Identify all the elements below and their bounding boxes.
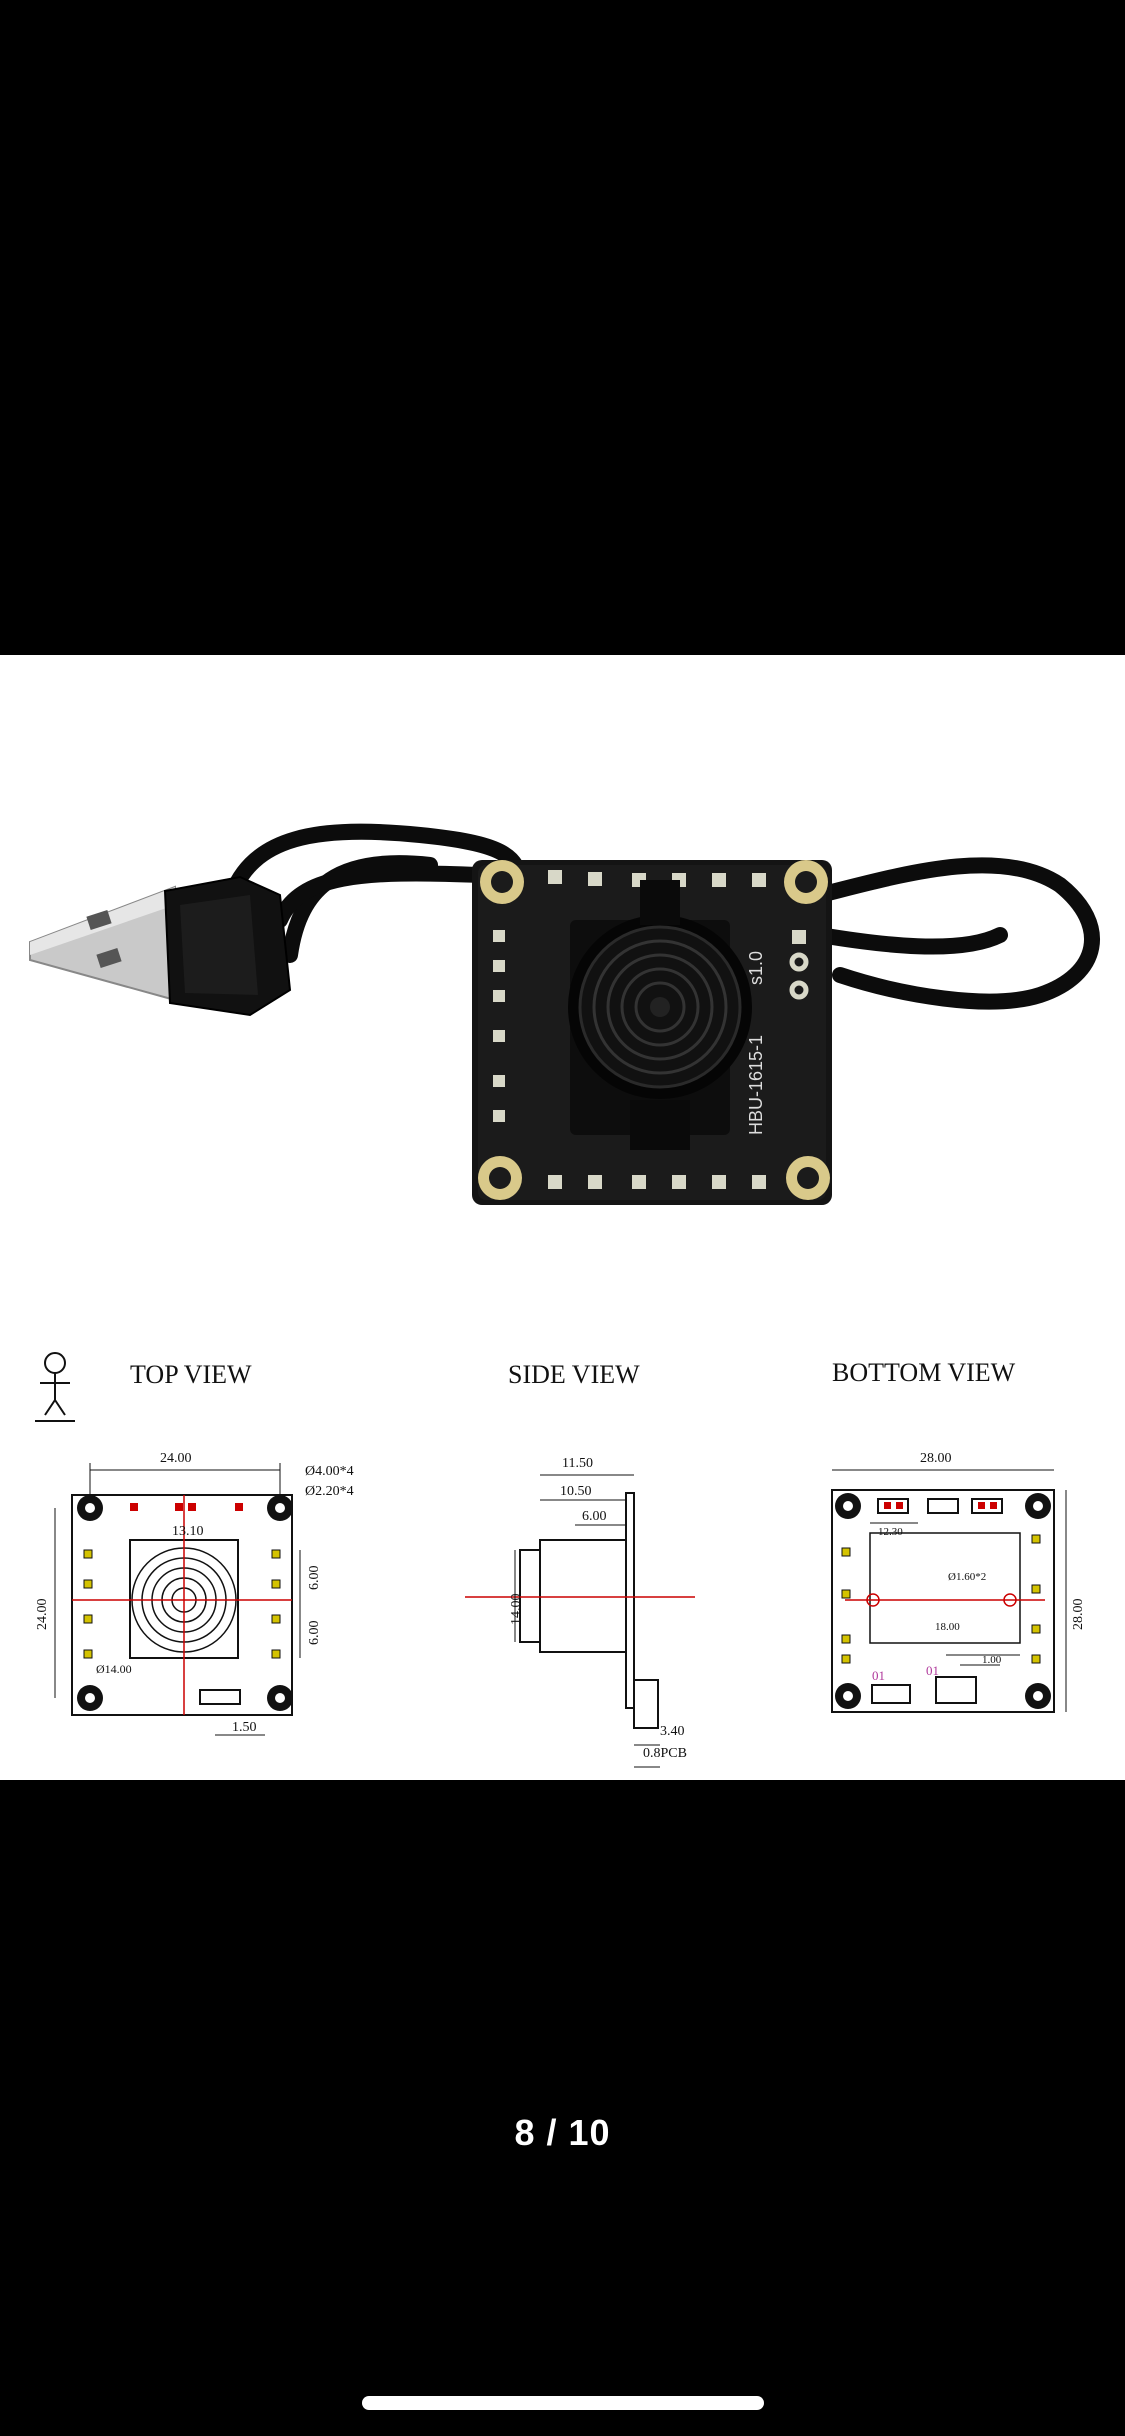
- bottom-dim-hole: Ø1.60*2: [948, 1571, 986, 1583]
- top-dim-hole-inner: Ø2.20*4: [305, 1484, 354, 1499]
- side-dim-height: 14.00: [509, 1594, 524, 1626]
- side-view-drawing: SIDE VIEW 11.50 10.50 6.00 14.00: [465, 1360, 695, 1768]
- image-counter: 8 / 10: [514, 2112, 611, 2153]
- side-dim-c: 6.00: [582, 1509, 607, 1524]
- side-dim-pcb: 0.8PCB: [643, 1746, 687, 1761]
- side-dim-a: 11.50: [562, 1456, 593, 1471]
- product-photo-illustration: HBU-1615-1 s1.0 TOP VIEW: [29, 823, 1100, 1768]
- top-dim-lens: Ø14.00: [96, 1662, 132, 1676]
- brand-logo: [35, 1352, 75, 1422]
- bottom-dim-width: 28.00: [920, 1451, 952, 1466]
- top-dim-center: 13.10: [172, 1524, 204, 1539]
- bottom-dim-inner: 12.30: [878, 1526, 903, 1538]
- usb-cable: [222, 823, 1100, 1010]
- side-dim-d: 3.40: [660, 1724, 685, 1739]
- camera-board: HBU-1615-1 s1.0: [472, 860, 832, 1205]
- top-dim-height: 24.00: [35, 1599, 50, 1631]
- top-view-drawing: TOP VIEW: [35, 1360, 354, 1736]
- top-dim-right-bottom: 6.00: [307, 1621, 322, 1646]
- top-dim-width: 24.00: [160, 1451, 192, 1466]
- bottom-view-drawing: BOTTOM VIEW: [831, 1358, 1086, 1713]
- side-view-title: SIDE VIEW: [508, 1360, 640, 1389]
- usb-connector: [29, 875, 292, 1017]
- camera-lens: [568, 915, 752, 1099]
- bottom-dim-height: 28.00: [1071, 1599, 1086, 1631]
- bottom-view-title: BOTTOM VIEW: [832, 1358, 1016, 1387]
- pcb-version: s1.0: [746, 951, 766, 985]
- pcb-label: HBU-1615-1: [746, 1035, 766, 1135]
- side-dim-b: 10.50: [560, 1484, 592, 1499]
- bottom-label-j1: 01: [872, 1668, 885, 1683]
- bottom-label-j2: 01: [926, 1663, 939, 1678]
- top-view-title: TOP VIEW: [130, 1360, 252, 1389]
- bottom-dim-pitch: 1.00: [982, 1654, 1002, 1666]
- product-photo[interactable]: HBU-1615-1 s1.0 TOP VIEW: [0, 655, 1125, 1780]
- top-dim-right-top: 6.00: [307, 1566, 322, 1591]
- top-dim-hole-outer: Ø4.00*4: [305, 1464, 354, 1479]
- bottom-dim-span: 18.00: [935, 1621, 960, 1633]
- top-dim-bottom: 1.50: [232, 1720, 257, 1735]
- home-indicator[interactable]: [362, 2396, 764, 2410]
